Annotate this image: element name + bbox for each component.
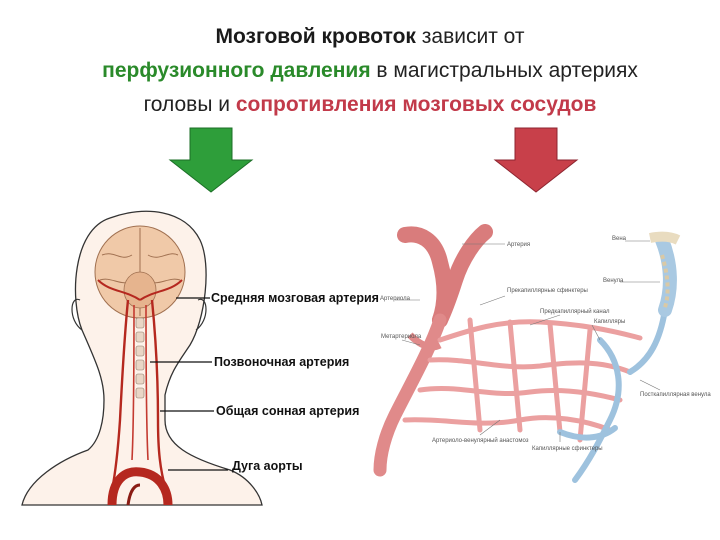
title-resistance: сопротивления мозговых сосудов [235,93,597,116]
label-av-anastomosis: Артериоло-венулярный анастомоз [432,437,529,444]
right-leader-lines [395,240,661,442]
aortic-arch-shape [107,467,173,506]
label-capillary-sphincters: Капиллярные сфинктеры [532,446,603,452]
microcirculation-illustration [373,224,681,483]
label-common-carotid-artery: Общая сонная артерия [216,404,359,418]
label-arteriole: Артериола [380,296,411,302]
green-down-arrow [168,127,254,193]
label-precapillary-canal: Предкапиллярный канал [540,308,610,315]
title-rest-1: зависит от [415,25,525,48]
label-metarteriole: Метартериола [381,334,422,340]
label-venule: Венула [603,278,624,284]
left-leader-lines [150,297,228,471]
label-vertebral-artery: Позвоночная артерия [214,355,349,369]
label-artery: Артерия [507,242,530,248]
label-vein: Вена [612,236,627,242]
head-neck-illustration [21,210,263,506]
title-rest-2: в магистральных артериях [370,59,638,82]
label-precapillary-sphincters: Прекапиллярные сфинктеры [507,288,588,294]
label-middle-cerebral-artery: Средняя мозговая артерия [211,291,379,305]
red-down-arrow [493,127,579,193]
label-capillaries: Капилляры [594,319,625,325]
title-perfusion: перфузионного давления [102,59,371,82]
label-aortic-arch: Дуга аорты [232,459,303,473]
slide-title: Мозговой кровоток зависит от перфузионно… [40,20,700,122]
label-postcapillary-venule: Посткапиллярная венула [640,392,711,398]
title-bold: Мозговой кровоток [215,25,416,48]
title-rest-3: головы и [143,93,236,116]
